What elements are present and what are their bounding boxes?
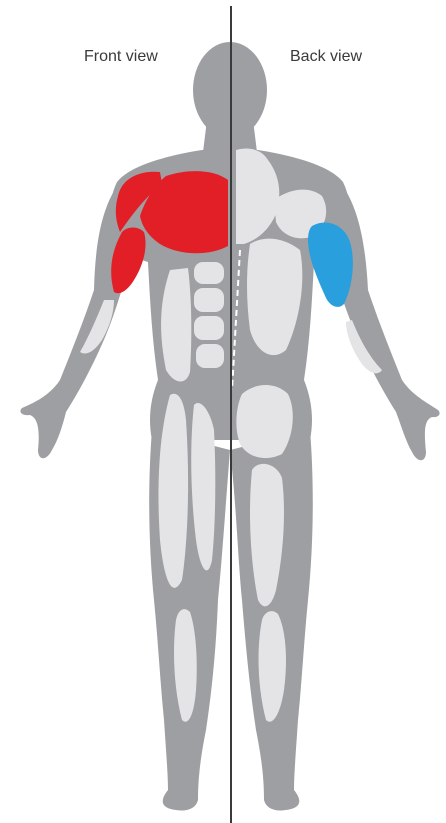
front-view-label: Front view [84, 48, 158, 66]
abs-1 [194, 262, 224, 284]
back-view-label: Back view [290, 48, 362, 66]
left-arm [20, 185, 132, 458]
abs-4 [196, 344, 224, 368]
abs-2 [194, 288, 224, 312]
abs-3 [194, 316, 224, 340]
back-glute [236, 385, 292, 458]
back-upper-arm-muscle [308, 223, 353, 307]
